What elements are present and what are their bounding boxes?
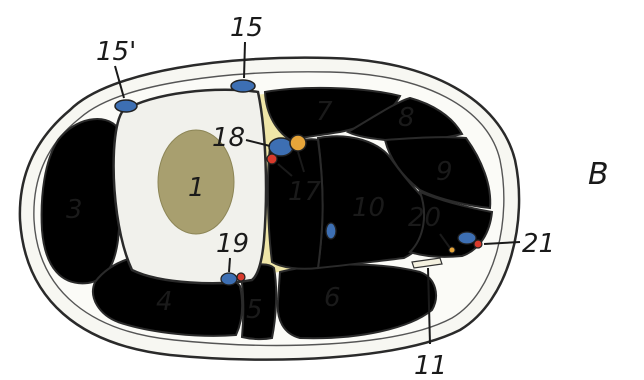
label-3: 3 [66,195,83,225]
label-10: 10 [352,193,385,223]
vein-18 [269,138,293,156]
vessel-15prime [115,100,137,112]
label-18: 18 [212,123,245,153]
nerve-18 [290,135,306,151]
label-19: 19 [216,229,249,259]
artery-17 [267,154,277,164]
vein-19 [221,273,237,285]
label-9: 9 [436,157,453,187]
label-15prime: 15' [96,37,136,67]
label-11: 11 [414,351,447,380]
vessel-10 [326,223,336,239]
leader-19 [229,258,230,272]
artery-19 [237,273,245,281]
label-20: 20 [408,203,441,233]
label-1: 1 [188,173,205,203]
artery-21 [474,240,482,248]
label-5: 5 [246,295,263,325]
label-21: 21 [522,229,555,259]
leader-15 [244,42,245,78]
label-7: 7 [316,97,333,127]
label-8: 8 [398,103,415,133]
vein-21 [458,232,476,244]
label-4: 4 [156,287,173,317]
panel-letter: B [588,157,609,192]
vessel-15 [231,80,255,92]
label-15: 15 [230,13,263,43]
label-17: 17 [288,177,322,207]
label-6: 6 [324,283,341,313]
